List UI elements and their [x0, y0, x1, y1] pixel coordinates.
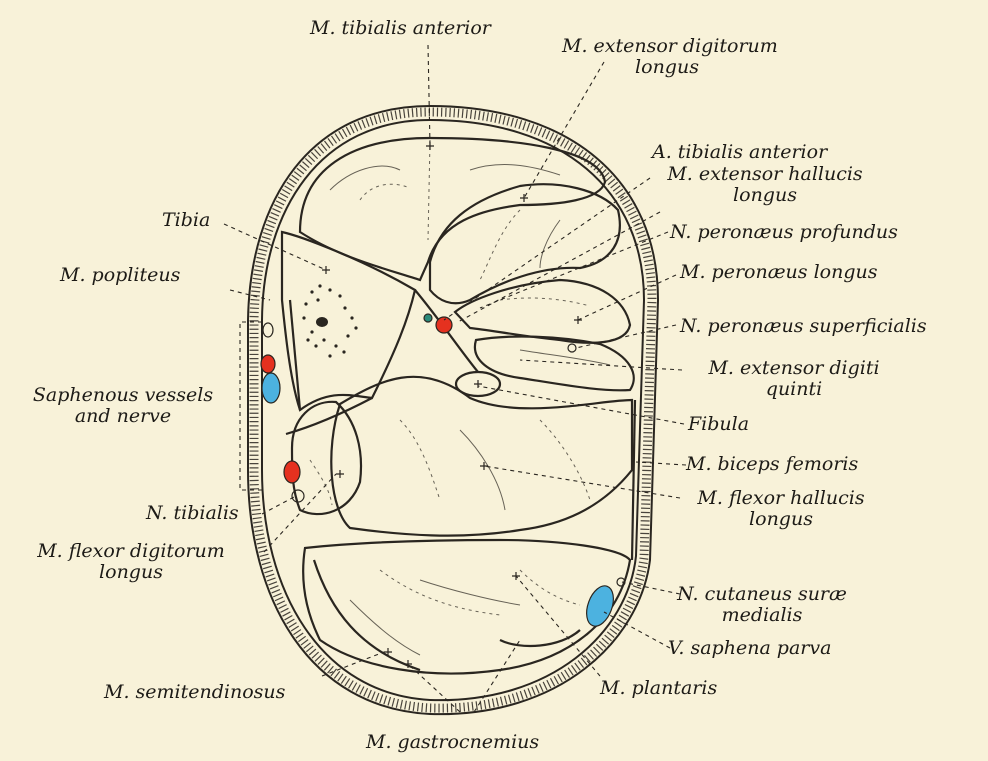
label-popliteus: M. popliteus: [60, 265, 180, 286]
saphenous-vein: [262, 373, 280, 403]
label-cutaneus-surae-line2: medialis: [662, 605, 862, 626]
label-a-tibialis-anterior: A. tibialis anterior: [652, 142, 827, 163]
tibia-bone: [282, 232, 415, 410]
label-plantaris: M. plantaris: [600, 678, 717, 699]
label-gastrocnemius: M. gastrocnemius: [366, 732, 539, 753]
label-flexor-digitorum-line2: longus: [6, 562, 256, 583]
label-extensor-hallucis-line1: M. extensor hallucis: [640, 164, 890, 185]
saphenous-nerve-circle: [263, 323, 273, 337]
tibia-marrow-stipple: [302, 284, 357, 357]
label-extensor-digitorum-line2: longus: [562, 57, 772, 78]
semitendinosus-strip: [314, 560, 420, 670]
saphenous-bracket: [240, 322, 262, 490]
label-tibialis-anterior: M. tibialis anterior: [310, 18, 491, 39]
label-n-tibialis: N. tibialis: [146, 503, 239, 524]
label-extensor-hallucis-longus: M. extensor hallucis longus: [640, 164, 890, 206]
label-cutaneus-surae-line1: N. cutaneus suræ: [662, 584, 862, 605]
label-semitendinosus: M. semitendinosus: [104, 682, 285, 703]
label-biceps-femoris: M. biceps femoris: [686, 454, 858, 475]
muscle-fiber-lines: [310, 140, 610, 655]
extensor-hallucis-muscle: [455, 280, 630, 343]
label-extensor-digitorum-longus: M. extensor digitorum longus: [562, 36, 772, 78]
label-peroneus-profundus: N. peronæus profundus: [670, 222, 898, 243]
label-extensor-hallucis-line2: longus: [640, 185, 890, 206]
label-peroneus-superficialis: N. peronæus superficialis: [680, 316, 927, 337]
label-peroneus-longus: M. peronæus longus: [680, 262, 878, 283]
label-extensor-digitorum-line1: M. extensor digitorum: [562, 36, 772, 57]
label-flexor-hallucis-longus: M. flexor hallucis longus: [676, 488, 886, 530]
label-cutaneus-surae-medialis: N. cutaneus suræ medialis: [662, 584, 862, 626]
n-peroneus-superficialis-nerve: [568, 344, 576, 352]
v-saphena-parva-vessel: [582, 582, 619, 630]
vessels-and-nerves: [261, 314, 625, 630]
label-extensor-digiti-line2: quinti: [684, 379, 904, 400]
label-saphenous-line2: and nerve: [8, 406, 238, 427]
label-flexor-hallucis-line2: longus: [676, 509, 886, 530]
label-v-saphena-parva: V. saphena parva: [668, 638, 831, 659]
label-extensor-digiti-quinti: M. extensor digiti quinti: [684, 358, 904, 400]
label-tibia: Tibia: [162, 210, 210, 231]
compartments: [282, 138, 635, 673]
label-flexor-hallucis-line1: M. flexor hallucis: [676, 488, 886, 509]
saphenous-artery: [261, 355, 275, 373]
label-saphenous-vessels-and-nerve: Saphenous vessels and nerve: [8, 385, 238, 427]
label-extensor-digiti-line1: M. extensor digiti: [684, 358, 904, 379]
n-tibialis-artery: [284, 461, 300, 483]
label-flexor-digitorum-longus: M. flexor digitorum longus: [6, 541, 256, 583]
label-saphenous-line1: Saphenous vessels: [8, 385, 238, 406]
label-fibula: Fibula: [688, 414, 749, 435]
label-flexor-digitorum-line1: M. flexor digitorum: [6, 541, 256, 562]
n-peroneus-profundus-dot: [424, 314, 432, 322]
tibialis-anterior-muscle: [300, 138, 605, 280]
n-tibialis-nerve-circle: [292, 490, 304, 502]
